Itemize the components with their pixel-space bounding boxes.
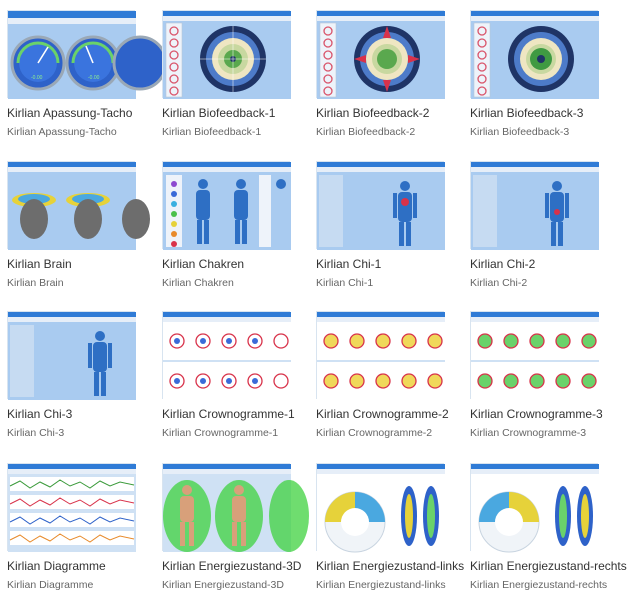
card-subtitle: Kirlian Energiezustand-rechts [470,579,608,591]
thumbnail[interactable] [316,10,445,99]
card-title[interactable]: Kirlian Crownogramme-1 [162,407,295,421]
body-icon [317,162,445,250]
card-title[interactable]: Kirlian Diagramme [7,559,106,573]
card-subtitle: Kirlian Energiezustand-3D [162,579,284,591]
chakra-body-icon [163,162,291,250]
card-subtitle: Kirlian Chi-3 [7,427,65,439]
thumbnail[interactable] [162,463,309,552]
card-title[interactable]: Kirlian Chi-2 [470,257,536,271]
body-icon [471,162,599,250]
head-icon [8,162,150,250]
mandala-icon [317,11,445,99]
card-title[interactable]: Kirlian Biofeedback-2 [316,106,430,120]
card-subtitle: Kirlian Diagramme [7,579,94,591]
thumbnail[interactable] [470,10,599,99]
thumbnail[interactable] [316,463,445,553]
3d-body-icon [163,464,309,552]
thumbnail[interactable] [162,10,291,99]
gauges-icon: -0.00 -0.00 [8,11,168,99]
energy-wheel-icon [317,464,445,553]
thumbnail[interactable] [316,311,445,400]
card-title[interactable]: Kirlian Energiezustand-links [316,559,465,573]
thumbnail[interactable] [470,463,599,553]
card-subtitle: Kirlian Crownogramme-1 [162,427,279,439]
thumbnail[interactable] [470,161,599,250]
thumbnail[interactable]: -0.00 -0.00 [7,10,168,99]
energy-wheel-icon [471,464,599,553]
card-subtitle: Kirlian Biofeedback-3 [470,126,570,138]
mandala-icon [471,11,599,99]
card-title[interactable]: Kirlian Biofeedback-3 [470,106,584,120]
card-subtitle: Kirlian Chi-1 [316,277,374,289]
card-title[interactable]: Kirlian Energiezustand-3D [162,559,302,573]
card-title[interactable]: Kirlian Crownogramme-3 [470,407,603,421]
crown-grid-icon [317,312,445,400]
card-subtitle: Kirlian Biofeedback-2 [316,126,416,138]
thumbnail-gallery: -0.00 -0.00 Kirlian Apassung-Tacho Kirli… [7,10,627,591]
thumbnail[interactable] [7,311,136,400]
card-title[interactable]: Kirlian Brain [7,257,72,271]
card-title[interactable]: Kirlian Chi-3 [7,407,73,421]
card-title[interactable]: Kirlian Chakren [162,257,245,271]
crown-grid-icon [163,312,291,400]
card-subtitle: Kirlian Brain [7,277,64,289]
mandala-icon [163,11,291,99]
card-subtitle: Kirlian Chakren [162,277,234,289]
card-title[interactable]: Kirlian Biofeedback-1 [162,106,276,120]
card-subtitle: Kirlian Crownogramme-3 [470,427,587,439]
card-title[interactable]: Kirlian Crownogramme-2 [316,407,449,421]
card-title[interactable]: Kirlian Apassung-Tacho [7,106,133,120]
svg-text:-0.00: -0.00 [31,75,43,81]
thumbnail[interactable] [162,161,291,250]
thumbnail[interactable] [7,463,136,552]
crown-grid-icon [471,312,599,400]
card-subtitle: Kirlian Chi-2 [470,277,528,289]
thumbnail[interactable] [316,161,445,250]
svg-text:-0.00: -0.00 [88,75,100,81]
thumbnail[interactable] [470,311,599,400]
card-subtitle: Kirlian Energiezustand-links [316,579,446,591]
thumbnail[interactable] [7,161,150,250]
card-title[interactable]: Kirlian Chi-1 [316,257,382,271]
card-title[interactable]: Kirlian Energiezustand-rechts [470,559,627,573]
card-subtitle: Kirlian Biofeedback-1 [162,126,262,138]
chart-icon [8,464,136,552]
card-subtitle: Kirlian Crownogramme-2 [316,427,433,439]
thumbnail[interactable] [162,311,291,400]
card-subtitle: Kirlian Apassung-Tacho [7,126,117,138]
body-icon [8,312,136,400]
